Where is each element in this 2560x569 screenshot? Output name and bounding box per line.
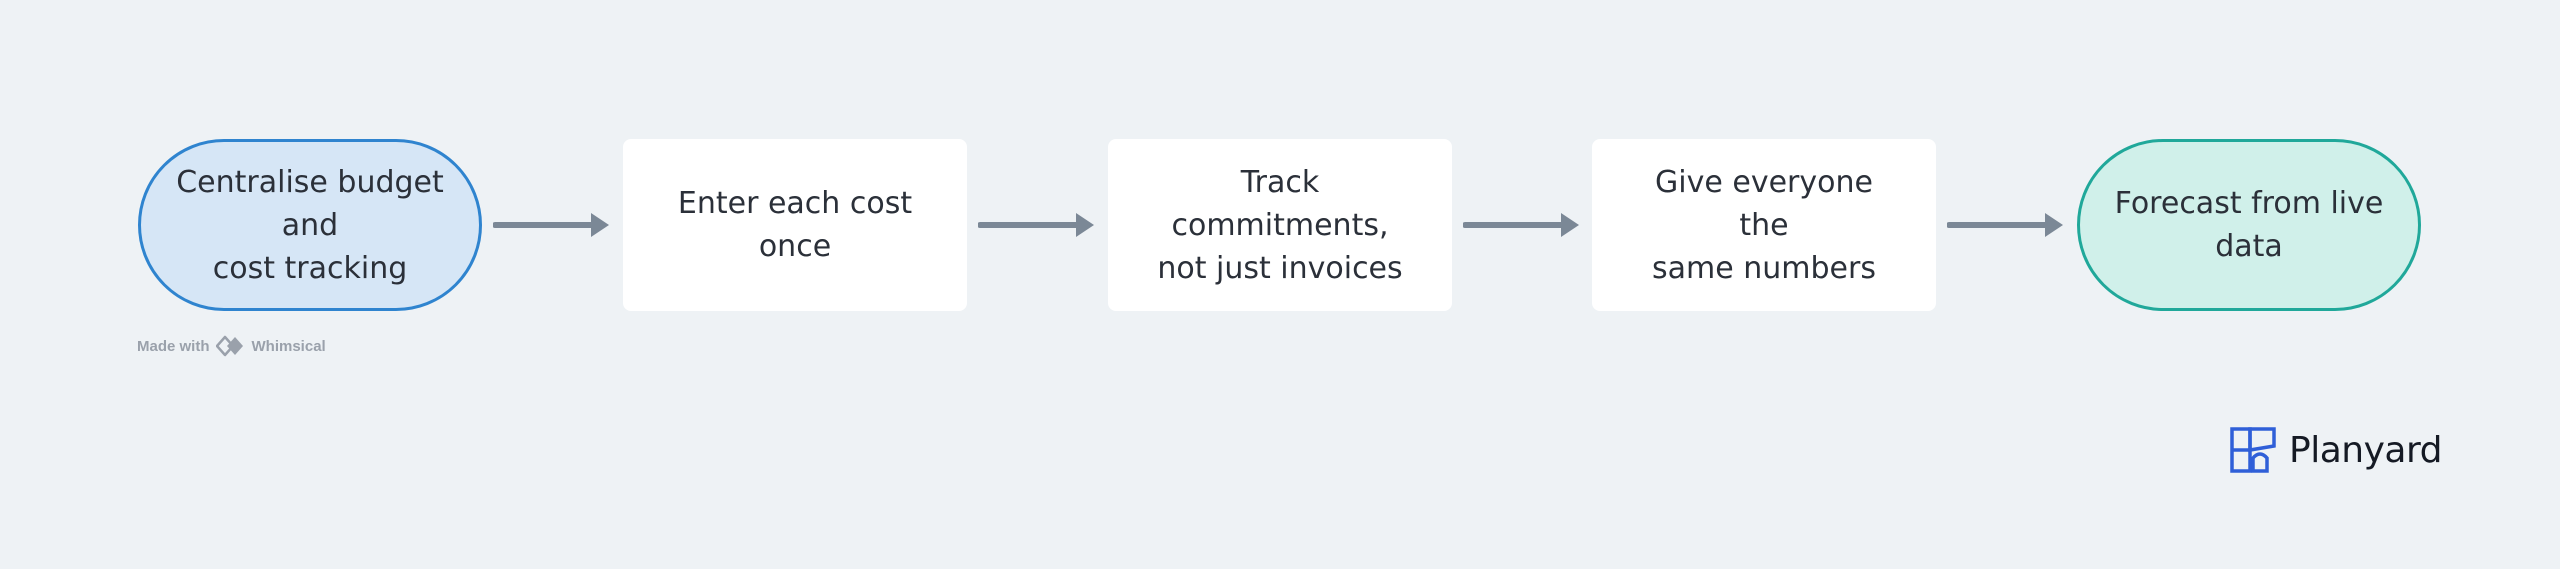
- flow-node-enter-cost: Enter each cost once: [623, 139, 967, 311]
- arrow-connector: [978, 213, 1094, 237]
- arrow-connector: [1947, 213, 2063, 237]
- flow-node-label: Centralise budget and cost tracking: [176, 164, 444, 286]
- arrow-connector: [1463, 213, 1579, 237]
- flow-node-label: Track commitments, not just invoices: [1157, 164, 1403, 286]
- flow-node-label: Forecast from live data: [2114, 186, 2384, 264]
- flow-node-same-numbers: Give everyone the same numbers: [1592, 139, 1936, 311]
- brand-name: Planyard: [2289, 429, 2442, 471]
- flow-node-track-commitments: Track commitments, not just invoices: [1108, 139, 1452, 311]
- made-with-text: Made with: [137, 337, 210, 355]
- flow-node-end: Forecast from live data: [2077, 139, 2421, 311]
- planyard-logo-icon: [2230, 427, 2276, 473]
- flow-node-start: Centralise budget and cost tracking: [138, 139, 482, 311]
- whimsical-logo-icon: [215, 335, 243, 357]
- made-with-whimsical-badge[interactable]: Made with Whimsical: [137, 334, 326, 358]
- whimsical-brand-text: Whimsical: [251, 337, 326, 355]
- planyard-brand: Planyard: [2229, 426, 2442, 474]
- flow-node-label: Enter each cost once: [677, 186, 913, 264]
- flow-node-label: Give everyone the same numbers: [1652, 164, 1876, 286]
- arrow-connector: [493, 213, 609, 237]
